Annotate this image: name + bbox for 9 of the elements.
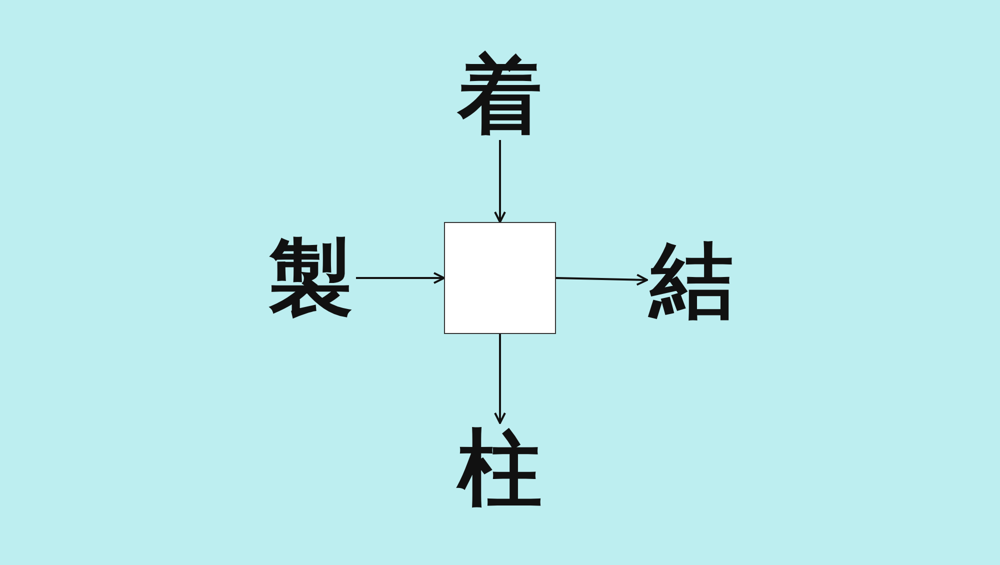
answer-box <box>444 222 556 334</box>
arrow <box>494 140 506 223</box>
arrow <box>556 274 648 286</box>
kanji-character: 結 <box>647 235 737 325</box>
kanji-character: 製 <box>266 233 356 323</box>
arrow <box>494 334 506 424</box>
kanji-character: 柱 <box>455 423 545 513</box>
arrow <box>356 272 445 284</box>
kanji-character: 着 <box>455 50 545 140</box>
